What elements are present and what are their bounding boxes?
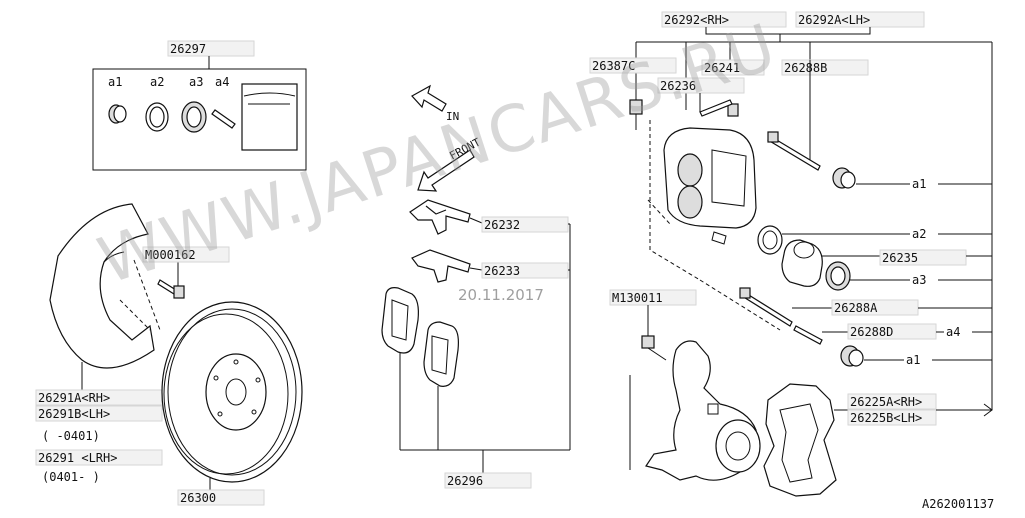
label-a1-bottom: a1 <box>906 353 920 367</box>
label-a2: a2 <box>912 227 926 241</box>
label-26225a-rh[interactable]: 26225A<RH> <box>850 395 922 409</box>
piston-26235[interactable] <box>781 239 823 287</box>
kit-label-a2: a2 <box>150 75 164 89</box>
label-a4: a4 <box>946 325 960 339</box>
arrow-in-label: IN <box>446 110 459 123</box>
bolt-m000162[interactable] <box>157 279 185 299</box>
label-m000162[interactable]: M000162 <box>145 248 196 262</box>
label-range-upto-0401: ( -0401) <box>42 429 100 443</box>
kit-label-a3: a3 <box>189 75 203 89</box>
label-26235[interactable]: 26235 <box>882 251 918 265</box>
boot-a3[interactable] <box>825 261 851 291</box>
guide-pin-26288b[interactable] <box>767 131 821 171</box>
label-26387c[interactable]: 26387C <box>592 59 635 73</box>
label-26236[interactable]: 26236 <box>660 79 696 93</box>
brake-disc-26300[interactable] <box>161 301 303 483</box>
label-26225b-lh[interactable]: 26225B<LH> <box>850 411 922 425</box>
label-26291b[interactable]: 26291B<LH> <box>38 407 110 421</box>
pad-clip-26232[interactable] <box>409 199 471 235</box>
caliper-support-26225[interactable] <box>763 383 837 497</box>
kit-label-a1: a1 <box>108 75 122 89</box>
boot-a1-bottom[interactable] <box>840 345 864 367</box>
label-26232[interactable]: 26232 <box>484 218 520 232</box>
label-26297[interactable]: 26297 <box>170 42 206 56</box>
brake-pad-inner[interactable] <box>423 321 459 387</box>
steering-knuckle[interactable] <box>645 340 761 481</box>
kit-part-a4[interactable] <box>211 109 236 129</box>
label-26292a-lh[interactable]: 26292A<LH> <box>798 13 870 27</box>
label-box-26297 <box>167 40 255 57</box>
label-26241[interactable]: 26241 <box>704 61 740 75</box>
caliper-body-26292[interactable] <box>663 127 757 245</box>
label-26300[interactable]: 26300 <box>180 491 216 505</box>
kit-part-a2[interactable] <box>145 102 169 132</box>
brake-pad-outer[interactable] <box>381 287 419 354</box>
kit-grease-packet[interactable] <box>241 83 298 151</box>
label-a3: a3 <box>912 273 926 287</box>
seal-a2[interactable] <box>757 225 783 255</box>
kit-label-a4: a4 <box>215 75 229 89</box>
label-26291[interactable]: 26291 <LRH> <box>38 451 117 465</box>
label-26288a[interactable]: 26288A <box>834 301 878 315</box>
kit-part-a1[interactable] <box>108 104 127 124</box>
label-26288b[interactable]: 26288B <box>784 61 827 75</box>
bleeder-26387c[interactable] <box>629 99 643 130</box>
cap-26241[interactable] <box>727 103 739 117</box>
label-range-from-0401: (0401- ) <box>42 470 100 484</box>
boot-a1-top[interactable] <box>832 167 856 189</box>
kit-part-a3[interactable] <box>181 101 207 133</box>
pad-clip-26233[interactable] <box>411 249 471 283</box>
label-26291a[interactable]: 26291A<RH> <box>38 391 110 405</box>
guide-pin-26288a[interactable] <box>739 287 793 327</box>
label-26292-rh[interactable]: 26292<RH> <box>664 13 729 27</box>
dust-shield-26291[interactable] <box>49 203 161 369</box>
bolt-26236[interactable] <box>699 99 733 117</box>
label-m130011[interactable]: M130011 <box>612 291 663 305</box>
label-26233[interactable]: 26233 <box>484 264 520 278</box>
label-26296[interactable]: 26296 <box>447 474 483 488</box>
bolt-m130011[interactable] <box>641 335 667 361</box>
kit-box-26297 <box>92 68 307 171</box>
watermark-date: 20.11.2017 <box>458 286 544 304</box>
label-26288d[interactable]: 26288D <box>850 325 893 339</box>
label-a1-top: a1 <box>912 177 926 191</box>
arrow-in-icon: IN <box>411 84 459 123</box>
diagram-id: A262001137 <box>922 497 994 511</box>
pin-a4[interactable] <box>793 325 823 345</box>
